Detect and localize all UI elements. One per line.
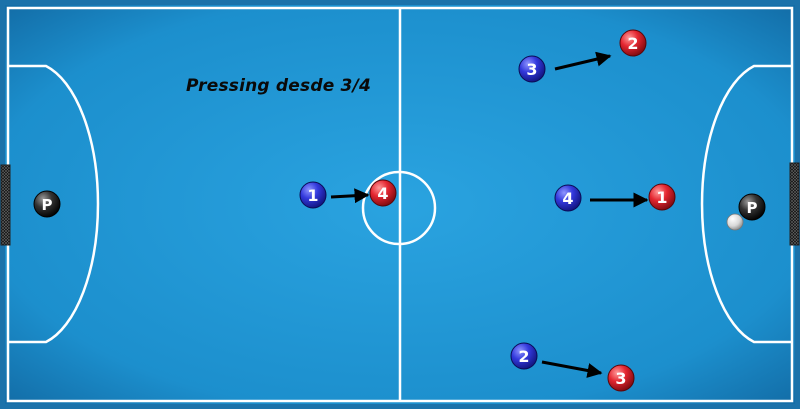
player-red-2: 2 xyxy=(619,29,647,57)
arrow-blue2-to-red3 xyxy=(541,360,603,378)
ball xyxy=(726,213,744,231)
center-circle xyxy=(361,170,437,246)
player-blue-3: 3 xyxy=(518,55,546,83)
player-blue-4: 4 xyxy=(554,184,582,212)
player-number: 3 xyxy=(526,60,537,79)
diagram-title: Pressing desde 3/4 xyxy=(186,76,372,96)
player-red-3: 3 xyxy=(607,364,635,392)
right-goal xyxy=(789,162,800,246)
player-number: 3 xyxy=(615,369,626,388)
player-number: 1 xyxy=(307,186,318,205)
left-goal xyxy=(0,164,11,246)
right-penalty-area xyxy=(700,64,792,344)
player-red-1: 1 xyxy=(648,183,676,211)
player-blue-2: 2 xyxy=(510,342,538,370)
player-number: P xyxy=(42,196,53,214)
goalkeeper-right: P xyxy=(738,193,766,221)
goalkeeper-left: P xyxy=(33,190,61,218)
player-number: 4 xyxy=(562,189,573,208)
player-number: 2 xyxy=(627,34,638,53)
player-number: 1 xyxy=(656,188,667,207)
arrow-blue3-to-red2 xyxy=(554,51,612,71)
left-penalty-area xyxy=(8,64,100,344)
player-number: 4 xyxy=(377,184,388,203)
player-red-4: 4 xyxy=(369,179,397,207)
player-number: P xyxy=(747,199,758,217)
player-blue-1: 1 xyxy=(299,181,327,209)
arrow-blue1-to-red4 xyxy=(330,188,370,204)
movement-arrows xyxy=(330,51,649,378)
player-number: 2 xyxy=(518,347,529,366)
